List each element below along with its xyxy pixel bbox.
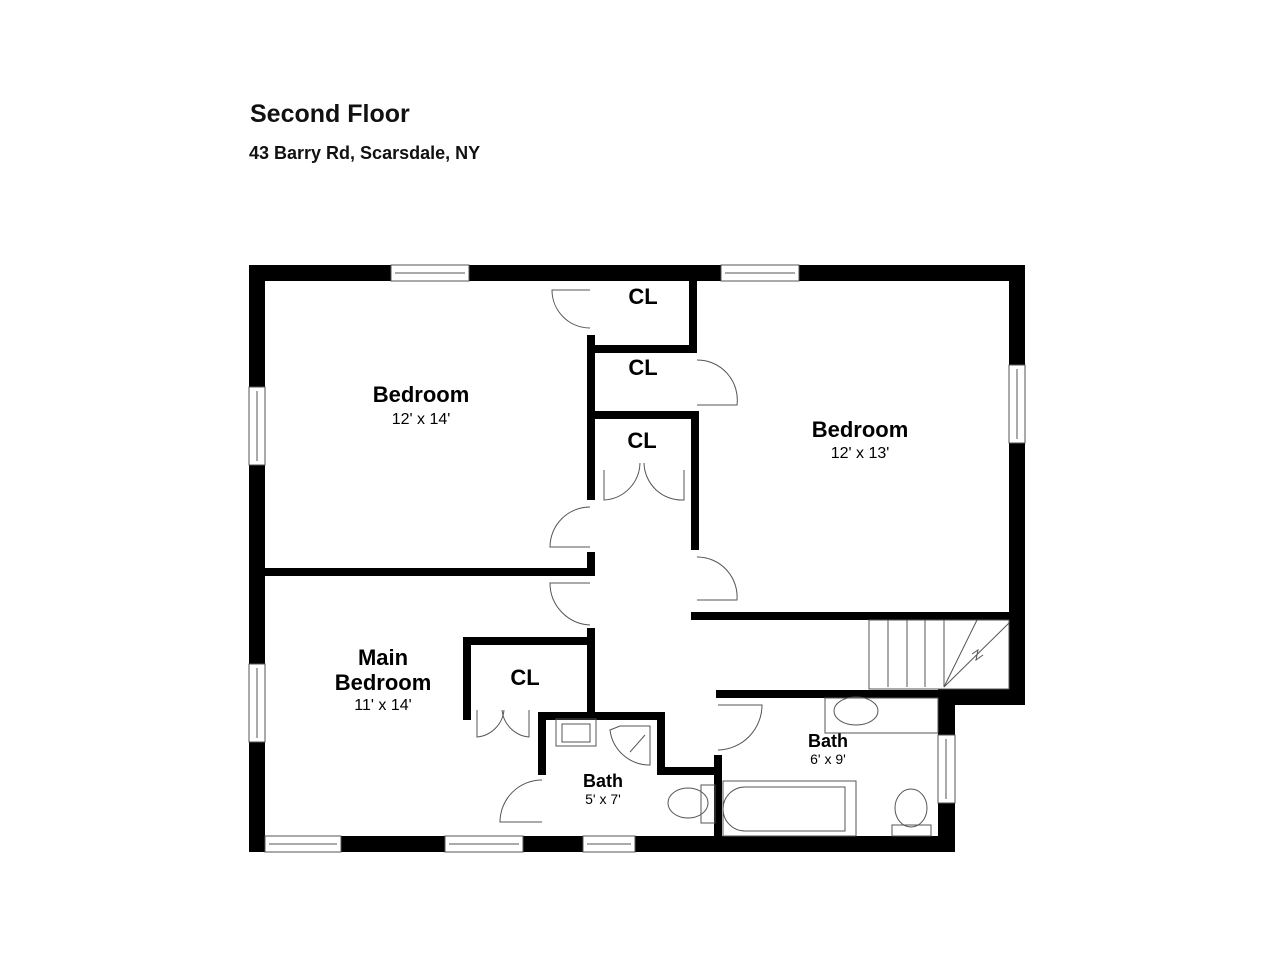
closet-label: CL [628, 355, 657, 380]
bedroom-left-dims: 12' x 14' [392, 411, 451, 428]
staircase[interactable] [868, 619, 1010, 690]
windows [248, 264, 1026, 853]
bedroom-right-name: Bedroom [812, 417, 909, 442]
closet-label: CL [510, 665, 539, 690]
bath-large-dims: 6' x 9' [810, 751, 846, 767]
bedroom-right-dims: 12' x 13' [831, 445, 890, 462]
closet-label: CL [628, 284, 657, 309]
interior-walls [265, 281, 1009, 836]
property-address: 43 Barry Rd, Scarsdale, NY [249, 143, 481, 163]
bath-small-dims: 5' x 7' [585, 791, 621, 807]
fixtures [555, 696, 939, 837]
closet-label: CL [627, 428, 656, 453]
doors [476, 289, 763, 823]
bath-small-name: Bath [583, 771, 623, 791]
floor-title: Second Floor [250, 100, 410, 128]
main-bedroom-name-line2: Bedroom [335, 670, 432, 695]
main-bedroom-dims: 11' x 14' [354, 697, 411, 714]
bedroom-left-name: Bedroom [373, 382, 470, 407]
main-bedroom-name-line1: Main [358, 645, 408, 670]
bath-large-name: Bath [808, 731, 848, 751]
exterior-walls [249, 265, 1025, 852]
